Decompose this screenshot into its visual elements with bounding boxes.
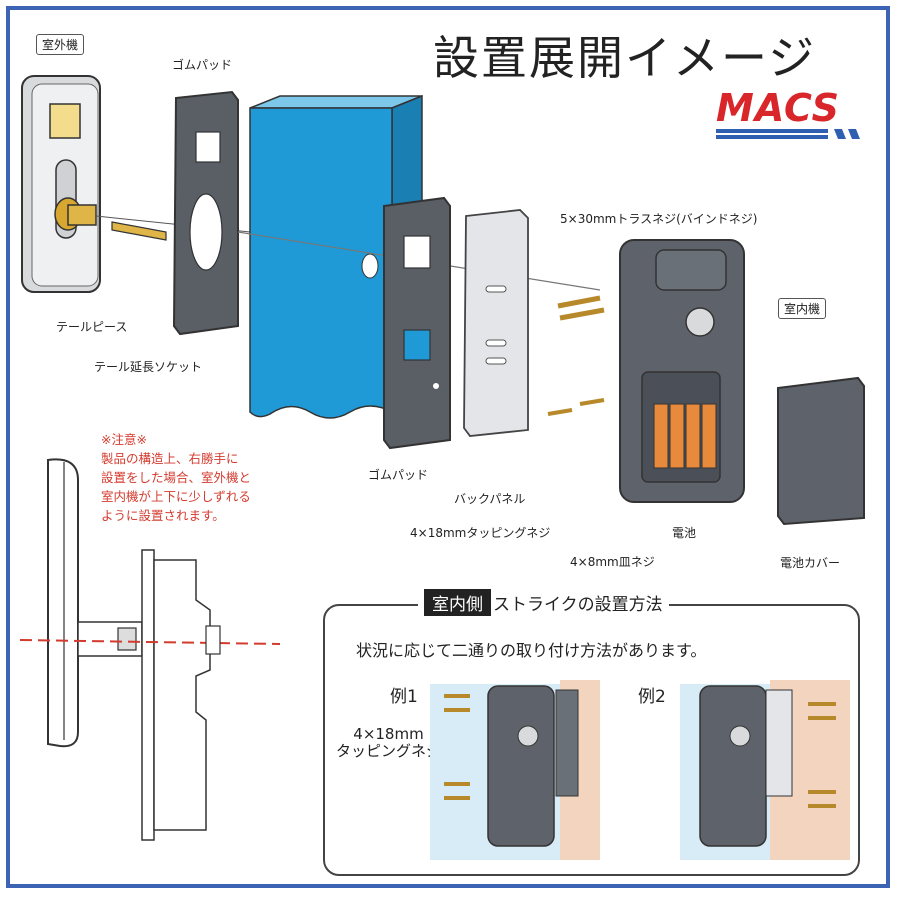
battery-cover-illustration	[777, 376, 865, 526]
strike-heading: 室内側ストライクの設置方法	[418, 589, 669, 616]
label-battery-cover: 電池カバー	[780, 556, 841, 570]
label-back-panel: バックパネル	[454, 492, 526, 506]
example-2-label: 例2	[638, 687, 666, 707]
notice-line: ように設置されます。	[101, 508, 225, 523]
outdoor-unit-illustration	[21, 75, 101, 293]
label-rubber-pad-outer: ゴムパッド	[172, 58, 233, 72]
label-tapping-screw: 4×18mmタッピングネジ	[410, 526, 551, 540]
strike-screw-label: 4×18mm タッピングネジ	[336, 726, 441, 760]
example-2-illustration	[680, 680, 850, 860]
label-truss-screw: 5×30mmトラスネジ(バインドネジ)	[560, 212, 758, 226]
brand-logo-stripes	[716, 129, 860, 139]
notice-text: ※注意※ 製品の構造上、右勝手に 設置をした場合、室外機と 室内機が上下に少しず…	[101, 430, 251, 525]
back-panel-illustration	[463, 209, 529, 437]
side-section-diagram	[20, 458, 281, 841]
truss-screws-illustration	[557, 295, 605, 321]
strike-tag: 室内側	[424, 589, 491, 616]
indoor-unit-label: 室内機	[778, 298, 827, 319]
label-battery: 電池	[672, 526, 697, 540]
page-title: 設置展開イメージ	[433, 31, 817, 85]
notice-line: 室内機が上下に少しずれる	[101, 489, 251, 504]
example-1-label: 例1	[390, 687, 418, 707]
strike-screw-size: 4×18mm	[353, 725, 424, 743]
notice-line: 設置をした場合、室外機と	[101, 470, 252, 485]
label-flat-screw: 4×8mm皿ネジ	[570, 555, 655, 569]
label-tail-extension-socket: テール延長ソケット	[94, 360, 203, 374]
notice-line: 製品の構造上、右勝手に	[101, 451, 239, 466]
label-rubber-pad-inner: ゴムパッド	[368, 468, 429, 482]
outdoor-unit-label: 室外機	[36, 34, 85, 55]
inner-rubber-pad-illustration	[383, 196, 451, 450]
exploded-view-diagram	[21, 75, 865, 526]
example-1-illustration	[430, 680, 600, 860]
label-tail-piece: テールピース	[56, 320, 128, 334]
notice-heading: ※注意※	[101, 432, 147, 447]
tapping-screws-illustration	[547, 398, 605, 416]
strike-screw-type: タッピングネジ	[336, 742, 442, 760]
brand-logo: MACS	[716, 86, 840, 130]
strike-title: ストライクの設置方法	[493, 595, 663, 615]
strike-subtitle: 状況に応じて二通りの取り付け方法があります。	[356, 641, 707, 660]
outer-rubber-pad-illustration	[172, 90, 239, 336]
indoor-unit-illustration	[619, 239, 745, 503]
